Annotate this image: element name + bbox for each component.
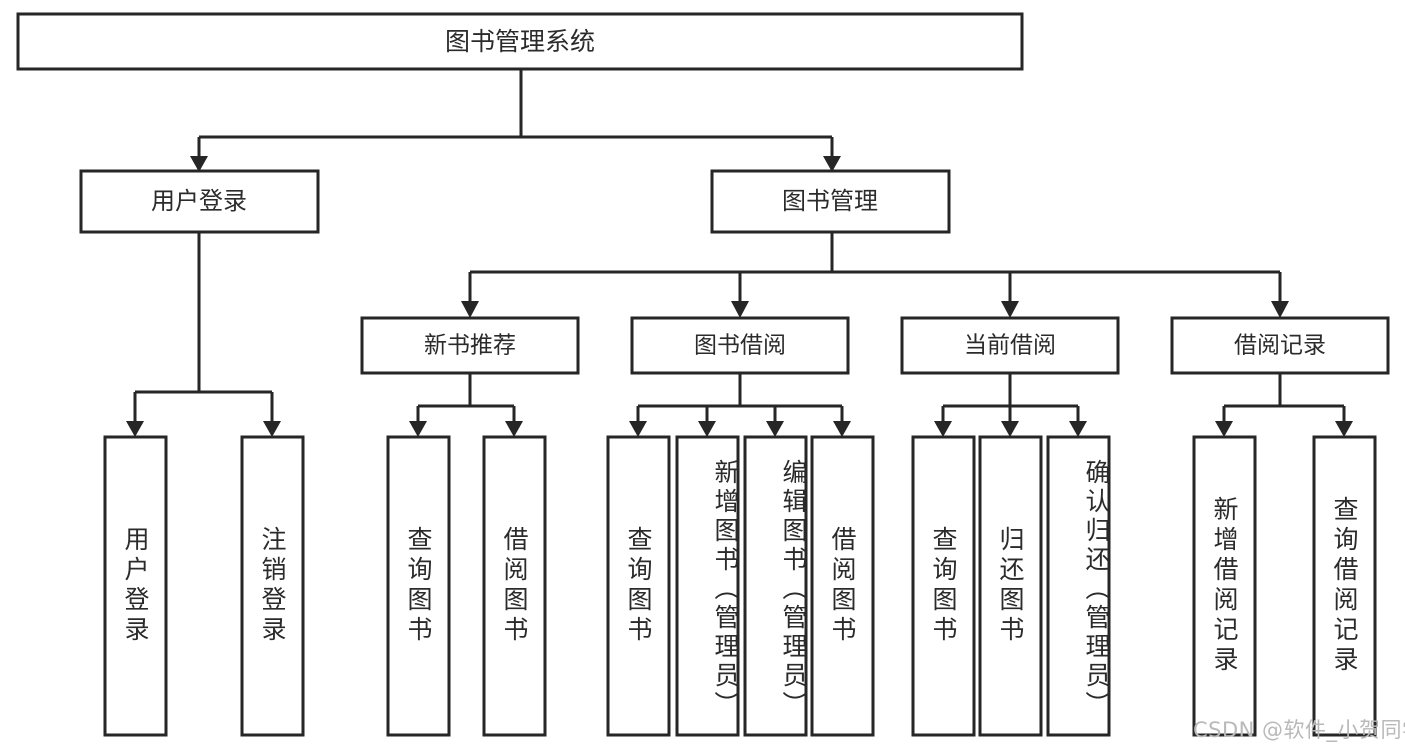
edge-book-borrow-to-bus <box>636 373 844 423</box>
leaf-return-book-label: 归还图书 <box>996 526 1025 646</box>
leaf-query-book-2-label: 查询图书 <box>624 526 653 646</box>
node-borrow-record[interactable]: 借阅记录 <box>1170 316 1390 375</box>
arrow-to-book-management <box>823 156 841 172</box>
leaf-add-borrow-record-rect[interactable] <box>1192 435 1257 737</box>
leaf-query-book-3-label: 查询图书 <box>929 526 958 646</box>
arrow-to-leaf-query-book-3 <box>934 421 952 437</box>
leaf-query-book-2-rect[interactable] <box>606 435 671 737</box>
leaf-logout-login-rect[interactable] <box>240 435 305 737</box>
arrow-to-new-book-recommend <box>461 301 479 318</box>
node-book-borrow-label: 图书借阅 <box>694 333 786 359</box>
leaf-borrow-book-1-rect[interactable] <box>482 435 547 737</box>
edges-group <box>126 69 1353 437</box>
node-book-borrow-rect[interactable] <box>630 316 850 375</box>
arrow-to-user-login <box>190 156 208 172</box>
node-book-management-label: 图书管理 <box>782 187 878 215</box>
node-root-rect[interactable] <box>16 12 1024 71</box>
arrow-to-leaf-edit-book-admin <box>766 421 784 437</box>
leaf-return-book-rect[interactable] <box>978 435 1043 737</box>
arrow-to-leaf-user-login <box>126 421 144 437</box>
node-book-borrow[interactable]: 图书借阅 <box>630 316 850 375</box>
edge-user-login-to-bus <box>133 232 274 423</box>
leaf-query-borrow-record-rect[interactable] <box>1312 435 1377 737</box>
leaf-add-book-admin-rect[interactable] <box>675 435 740 737</box>
leaf-query-book-3-rect[interactable] <box>911 435 976 737</box>
leaf-add-book-admin-label: 新增图书（管理员） <box>711 458 740 720</box>
node-new-book-recommend[interactable]: 新书推荐 <box>360 316 580 375</box>
node-borrow-record-rect[interactable] <box>1170 316 1390 375</box>
arrow-to-leaf-query-borrow-record <box>1335 421 1353 437</box>
edge-new-book-recommend-to-bus <box>416 373 516 423</box>
node-book-management[interactable]: 图书管理 <box>710 169 951 234</box>
leaf-logout-login-label: 注销登录 <box>258 526 287 646</box>
arrow-to-leaf-borrow-book-1 <box>505 421 523 437</box>
leaf-borrow-book-2-rect[interactable] <box>810 435 875 737</box>
leaf-rects-group <box>103 435 1377 737</box>
arrow-to-leaf-query-book-1 <box>409 421 427 437</box>
leaf-edit-book-admin-rect[interactable] <box>743 435 808 737</box>
leaf-confirm-return-admin-label: 确认归还（管理员） <box>1082 458 1111 720</box>
arrow-to-book-borrow <box>731 301 749 318</box>
node-new-book-recommend-label: 新书推荐 <box>424 333 516 359</box>
edge-book-management-to-bus <box>468 232 1282 303</box>
leaf-query-book-1-rect[interactable] <box>386 435 451 737</box>
leaf-edit-book-admin-label: 编辑图书（管理员） <box>779 458 808 720</box>
arrow-to-leaf-add-book-admin <box>698 421 716 437</box>
leaf-query-borrow-record-label: 查询借阅记录 <box>1330 496 1359 676</box>
node-current-borrow-label: 当前借阅 <box>964 333 1056 359</box>
arrow-to-leaf-borrow-book-2 <box>833 421 851 437</box>
leaf-user-login-label: 用户登录 <box>121 526 150 646</box>
leaf-query-book-1-label: 查询图书 <box>404 526 433 646</box>
arrow-to-leaf-logout-login <box>263 421 281 437</box>
leaf-borrow-book-1-label: 借阅图书 <box>500 526 529 646</box>
edge-borrow-record-to-bus <box>1222 373 1346 423</box>
leaf-user-login-rect[interactable] <box>103 435 168 737</box>
arrow-to-borrow-record <box>1271 301 1289 318</box>
leaf-borrow-book-2-label: 借阅图书 <box>828 526 857 646</box>
leaf-confirm-return-admin-rect[interactable] <box>1046 435 1111 737</box>
arrow-to-leaf-query-book-2 <box>629 421 647 437</box>
arrow-to-leaf-add-borrow-record <box>1215 421 1233 437</box>
node-root-label: 图书管理系统 <box>445 27 595 56</box>
node-new-book-recommend-rect[interactable] <box>360 316 580 375</box>
csdn-watermark: CSDN @软件_小贺同学 <box>1193 718 1405 742</box>
node-book-management-rect[interactable] <box>710 169 951 234</box>
node-user-login-label: 用户登录 <box>151 187 247 215</box>
edge-current-borrow-to-bus <box>941 373 1080 423</box>
node-borrow-record-label: 借阅记录 <box>1234 333 1326 359</box>
node-user-login[interactable]: 用户登录 <box>79 169 320 234</box>
leaf-add-borrow-record-label: 新增借阅记录 <box>1210 496 1239 676</box>
node-current-borrow[interactable]: 当前借阅 <box>900 316 1120 375</box>
arrow-to-leaf-return-book <box>1001 421 1019 437</box>
edge-root-to-bus <box>197 69 834 158</box>
node-user-login-rect[interactable] <box>79 169 320 234</box>
node-current-borrow-rect[interactable] <box>900 316 1120 375</box>
node-root[interactable]: 图书管理系统 <box>16 12 1024 71</box>
arrow-to-leaf-confirm-return-admin <box>1069 421 1087 437</box>
arrow-to-current-borrow <box>1001 301 1019 318</box>
